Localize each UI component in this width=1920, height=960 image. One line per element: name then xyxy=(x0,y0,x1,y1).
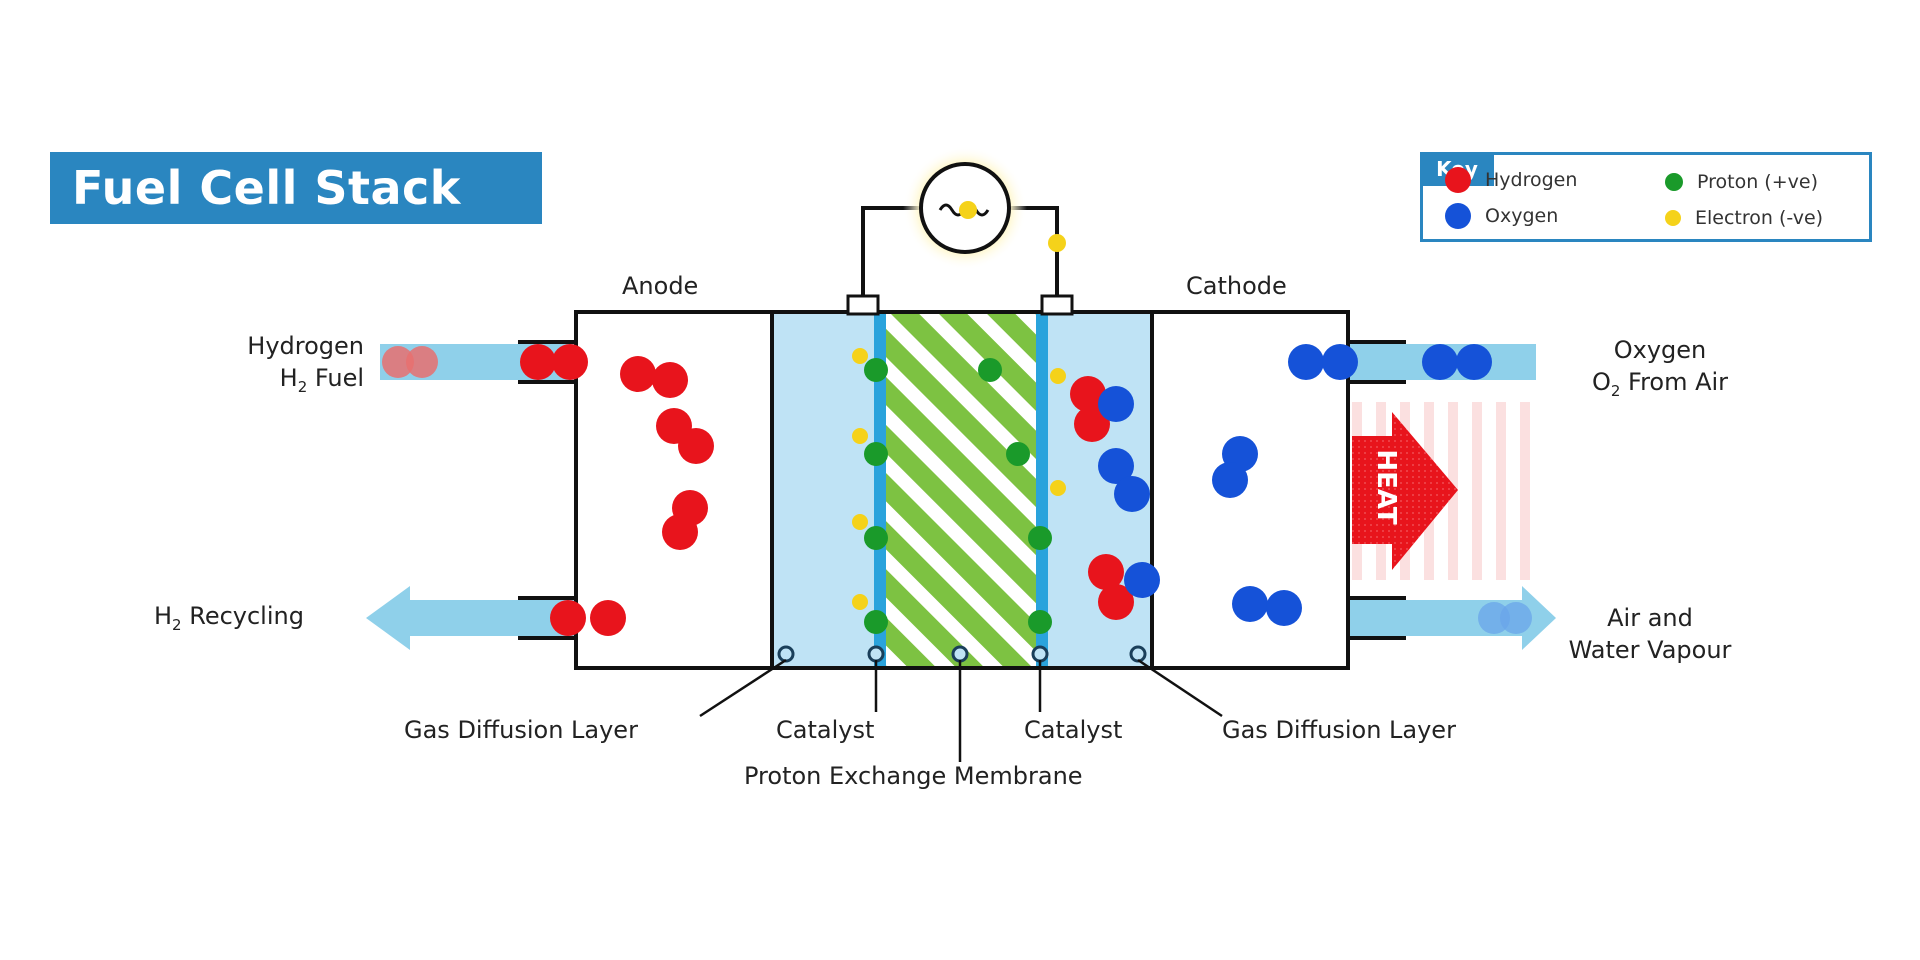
gas-diffusion-layer-left-label: Gas Diffusion Layer xyxy=(404,716,638,744)
legend-item-oxygen: Oxygen xyxy=(1445,203,1558,229)
recycling-label: H2 Recycling xyxy=(154,602,304,634)
catalyst-left xyxy=(874,314,886,666)
legend-label: Oxygen xyxy=(1485,205,1559,227)
hydrogen-input-label: Hydrogen H2 Fuel xyxy=(247,332,364,396)
oxygen-dot-icon xyxy=(1445,203,1471,229)
legend-item-electron: Electron (-ve) xyxy=(1665,207,1823,229)
legend-item-hydrogen: Hydrogen xyxy=(1445,167,1577,193)
oxygen-input-label: Oxygen O2 From Air xyxy=(1591,336,1729,400)
cathode-terminal xyxy=(1040,294,1074,316)
catalyst-right xyxy=(1036,314,1048,666)
anode-label: Anode xyxy=(622,272,699,300)
circuit-wire-left xyxy=(861,206,920,296)
proton-exchange-membrane xyxy=(884,314,1036,666)
heat-label: HEAT xyxy=(1371,449,1401,525)
electron-dot-icon xyxy=(1665,210,1681,226)
legend-label: Proton (+ve) xyxy=(1697,171,1818,193)
electron-particle xyxy=(1048,234,1066,252)
catalyst-left-label: Catalyst xyxy=(776,716,875,744)
gas-diffusion-layer-right-label: Gas Diffusion Layer xyxy=(1222,716,1456,744)
legend-item-proton: Proton (+ve) xyxy=(1665,171,1818,193)
anode-terminal xyxy=(846,294,880,316)
port-lines xyxy=(518,340,1406,640)
oxygen-molecules xyxy=(1098,344,1532,634)
legend-label: Hydrogen xyxy=(1485,169,1578,191)
legend: Key Hydrogen Proton (+ve) Oxygen Electro… xyxy=(1420,152,1872,242)
hydrogen-molecules xyxy=(382,344,1134,636)
hydrogen-dot-icon xyxy=(1445,167,1471,193)
catalyst-right-label: Catalyst xyxy=(1024,716,1123,744)
legend-label: Electron (-ve) xyxy=(1695,207,1824,229)
heat-arrow xyxy=(1352,412,1458,570)
leader-lines xyxy=(699,658,1223,762)
cathode-label: Cathode xyxy=(1186,272,1287,300)
diagram-title: Fuel Cell Stack xyxy=(50,152,542,224)
proton-dot-icon xyxy=(1665,173,1683,191)
proton-exchange-membrane-label: Proton Exchange Membrane xyxy=(744,762,1083,790)
exhaust-label: Air and Water Vapour xyxy=(1568,604,1732,664)
proton-particles xyxy=(864,358,1052,634)
electron-particles xyxy=(852,348,1066,610)
cell-outline xyxy=(770,310,1154,670)
electron-particle xyxy=(959,201,977,219)
